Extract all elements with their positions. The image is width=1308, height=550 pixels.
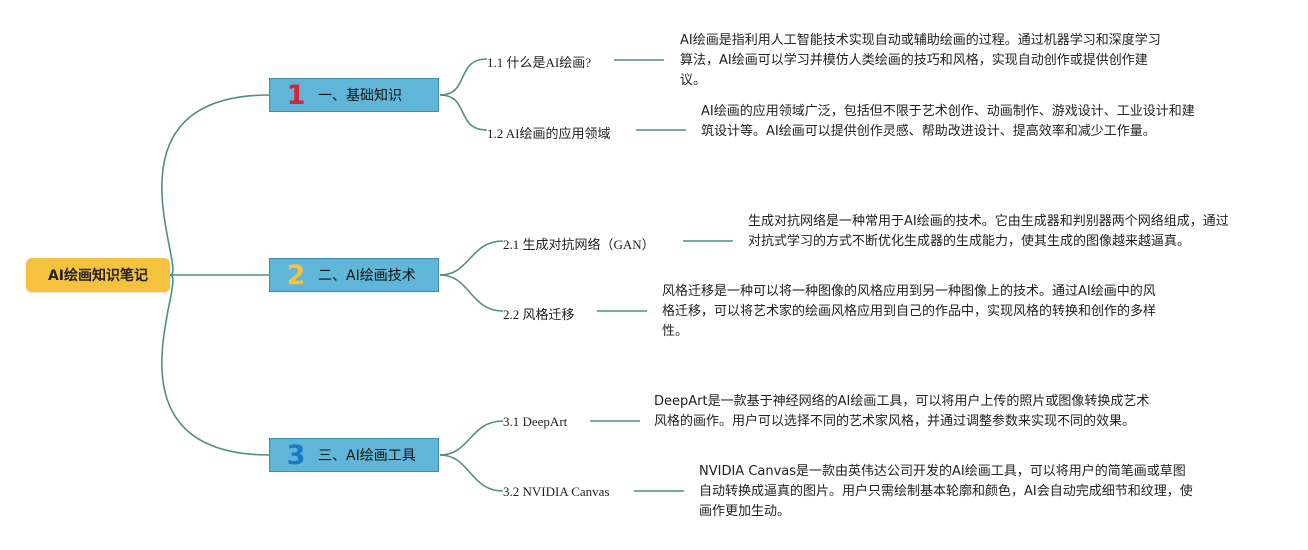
subtopic-2-2[interactable]: 2.2 风格迁移 <box>503 307 575 322</box>
subtopic-2-1[interactable]: 2.1 生成对抗网络（GAN） <box>503 237 655 252</box>
subtopic-2-2-description: 风格迁移是一种可以将一种图像的风格应用到另一种图像上的技术。通过AI绘画中的风格… <box>662 284 1157 339</box>
topic2-to-sub22-line <box>439 274 504 312</box>
subtopic-1-1[interactable]: 1.1 什么是AI绘画? <box>487 55 591 70</box>
subtopic-3-1[interactable]: 3.1 DeepArt <box>503 414 568 429</box>
subtopic-1-2-description: AI绘画的应用领域广泛，包括但不限于艺术创作、动画制作、游戏设计、工业设计和建筑… <box>701 104 1195 139</box>
topic-label: 一、基础知识 <box>318 88 402 104</box>
number-one-icon: 1 <box>286 79 306 111</box>
number-two-icon: 2 <box>286 259 306 291</box>
topic-ai-tools[interactable]: 3 三、AI绘画工具 <box>269 438 439 472</box>
topic-basics[interactable]: 1 一、基础知识 <box>269 78 439 112</box>
subtopic-3-1-description: DeepArt是一款基于神经网络的AI绘画工具，可以将用户上传的照片或图像转换成… <box>654 394 1150 429</box>
topic-ai-techniques[interactable]: 2 二、AI绘画技术 <box>269 258 439 292</box>
root-title: AI绘画知识笔记 <box>47 268 149 284</box>
subtopic-3-2[interactable]: 3.2 NVIDIA Canvas <box>503 484 610 499</box>
root-node[interactable]: AI绘画知识笔记 <box>26 258 170 292</box>
root-to-topic3-line <box>161 274 271 456</box>
subtopic-3-2-description: NVIDIA Canvas是一款由英伟达公司开发的AI绘画工具，可以将用户的简笔… <box>699 464 1193 519</box>
topic2-to-sub21-line <box>439 240 504 276</box>
topic3-to-sub31-line <box>439 420 504 456</box>
subtopic-1-2[interactable]: 1.2 AI绘画的应用领域 <box>487 126 611 141</box>
topic1-to-sub11-line <box>439 58 488 96</box>
subtopic-2-1-description: 生成对抗网络是一种常用于AI绘画的技术。它由生成器和判别器两个网络组成，通过对抗… <box>748 214 1229 249</box>
topic-label: 三、AI绘画工具 <box>318 448 416 464</box>
subtopic-1-1-description: AI绘画是指利用人工智能技术实现自动或辅助绘画的过程。通过机器学习和深度学习算法… <box>680 33 1161 88</box>
topic-label: 二、AI绘画技术 <box>318 268 416 284</box>
topic3-to-sub32-line <box>439 454 504 492</box>
topic1-to-sub12-line <box>439 94 488 131</box>
number-three-icon: 3 <box>286 439 306 471</box>
root-to-topic1-line <box>161 94 271 276</box>
